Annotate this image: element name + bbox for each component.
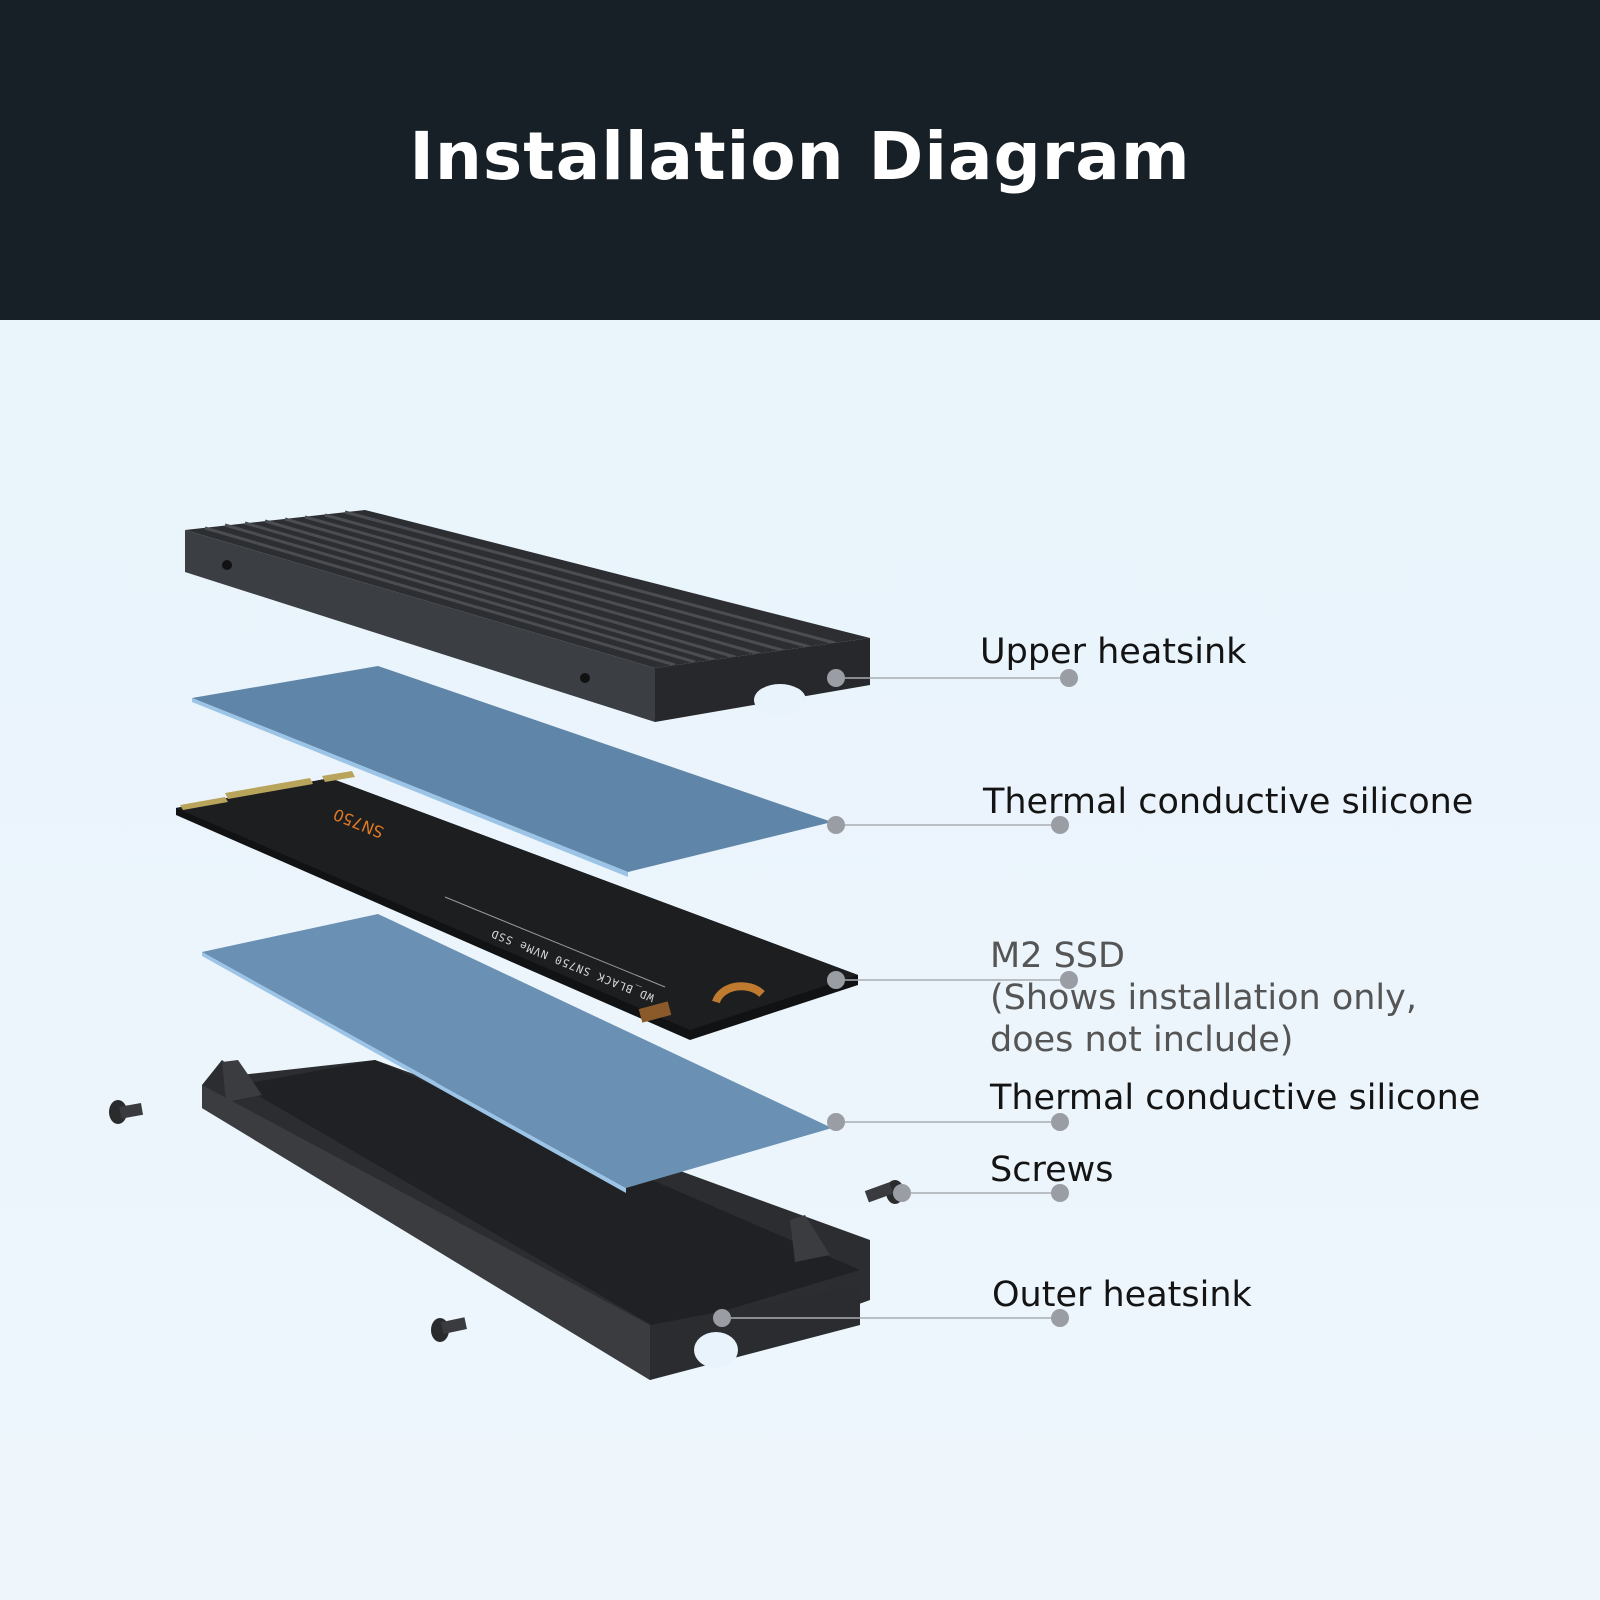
screw-image [109, 1100, 144, 1124]
leader-screws [893, 1184, 1069, 1202]
label-thermal-silicone-2: Thermal conductive silicone [990, 1078, 1481, 1118]
upper-heatsink-image [185, 510, 870, 722]
label-thermal-silicone-1: Thermal conductive silicone [983, 782, 1474, 822]
leader-thermal-1 [827, 816, 1069, 834]
leader-upper-heatsink [827, 669, 1078, 687]
leader-outer-heatsink [713, 1309, 1069, 1327]
page-title: Installation Diagram [409, 117, 1191, 195]
label-upper-heatsink: Upper heatsink [980, 632, 1247, 672]
label-ssd-note-2: does not include) [990, 1020, 1294, 1060]
label-ssd-note-1: (Shows installation only, [990, 978, 1417, 1018]
label-screws: Screws [990, 1150, 1114, 1190]
label-outer-heatsink: Outer heatsink [992, 1275, 1252, 1315]
upper-thermal-pad-image [192, 666, 832, 877]
screw-image [431, 1317, 467, 1342]
label-m2-ssd: M2 SSD [990, 936, 1125, 976]
leader-thermal-2 [827, 1113, 1069, 1131]
leader-ssd [827, 971, 1078, 989]
header-banner: Installation Diagram [0, 0, 1600, 320]
outer-heatsink-image [202, 1060, 870, 1380]
lower-thermal-pad-image [202, 914, 832, 1193]
